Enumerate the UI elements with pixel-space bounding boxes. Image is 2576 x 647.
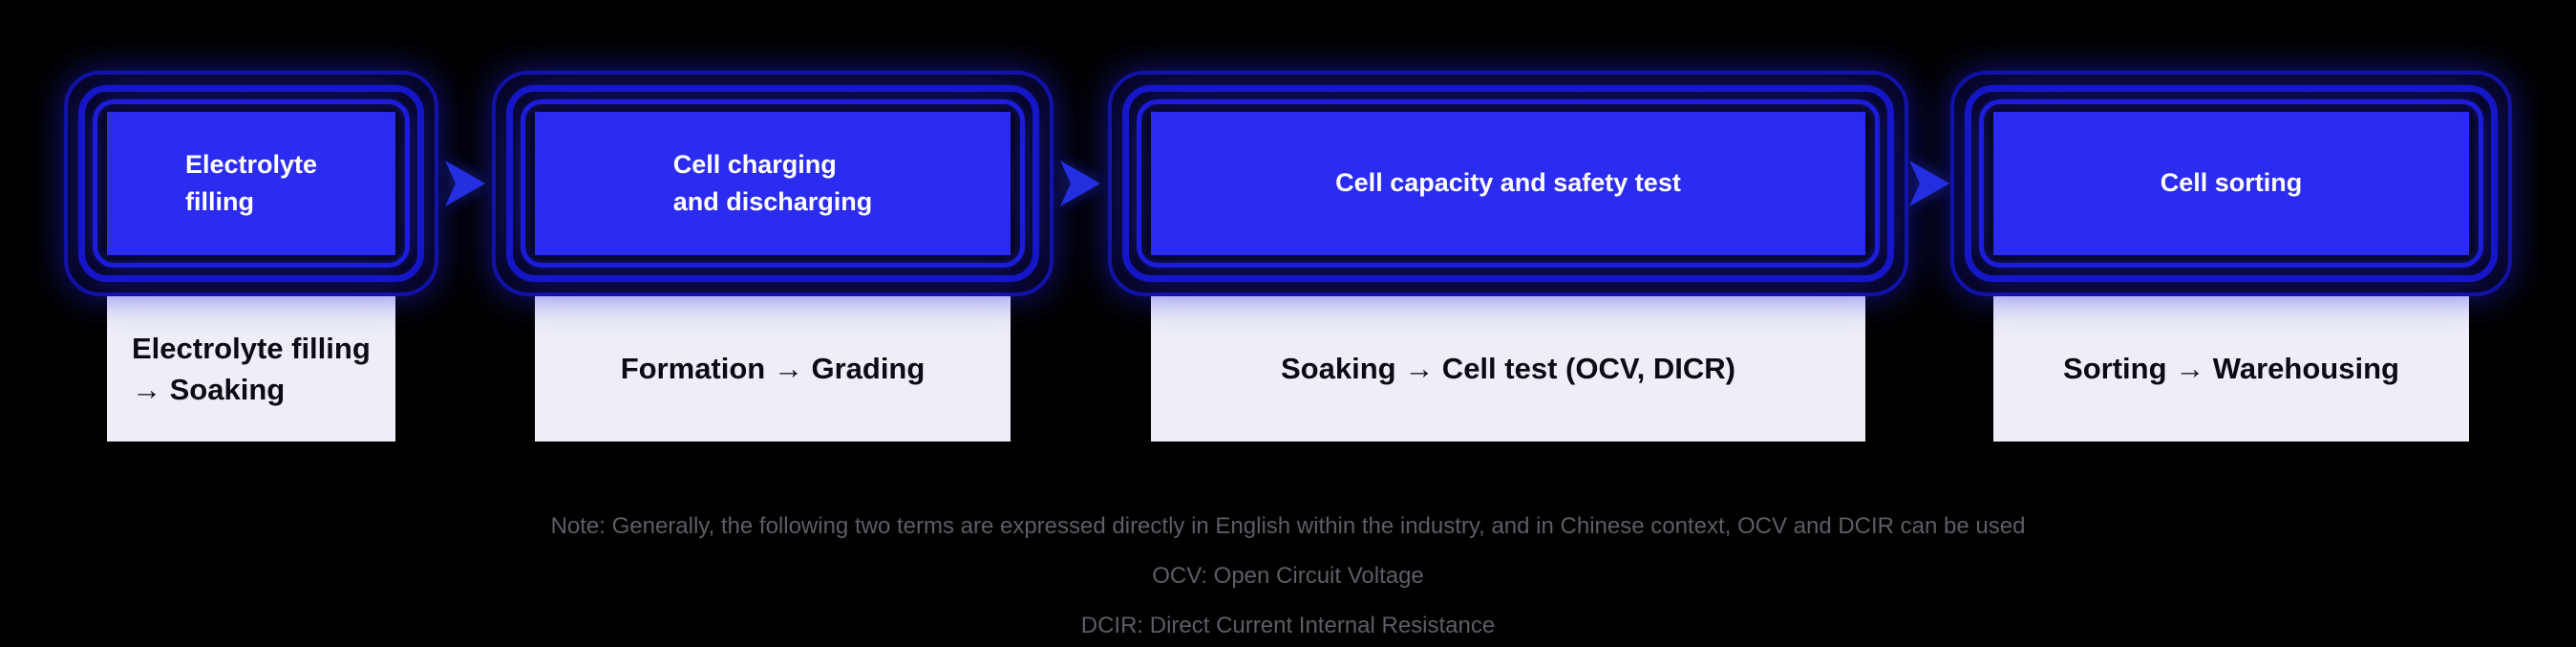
stage-title: Cell charging and discharging bbox=[672, 149, 873, 216]
stage-title: Cell capacity and safety test bbox=[1335, 168, 1681, 198]
stage-detail-box: Soaking → Cell test (OCV, DICR) bbox=[1151, 296, 1865, 442]
stage-title-box: Cell sorting bbox=[1950, 71, 2512, 296]
stage-detail-box: Electrolyte filling → Soaking bbox=[107, 296, 395, 442]
note-line: OCV: Open Circuit Voltage bbox=[1152, 563, 1424, 589]
stage-detail-box: Sorting → Warehousing bbox=[1993, 296, 2469, 442]
stage-capacity-safety-test: Cell capacity and safety test Soaking → … bbox=[1108, 71, 1908, 442]
stage-title-box: Electrolyte filling bbox=[64, 71, 438, 296]
stage-title-box: Cell charging and discharging bbox=[492, 71, 1054, 296]
arrow-right-icon bbox=[1058, 159, 1102, 208]
arrow-right-icon bbox=[443, 159, 487, 208]
stage-electrolyte-filling: Electrolyte filling Electrolyte filling … bbox=[64, 71, 438, 442]
arrow-right-icon bbox=[1907, 159, 1951, 208]
stage-cell-charging-discharging: Cell charging and discharging Formation … bbox=[492, 71, 1054, 442]
stage-detail: Soaking → Cell test (OCV, DICR) bbox=[1281, 352, 1735, 386]
note-line: DCIR: Direct Current Internal Resistance bbox=[1080, 613, 1496, 638]
stage-title-box: Cell capacity and safety test bbox=[1108, 71, 1908, 296]
stage-cell-sorting: Cell sorting Sorting → Warehousing bbox=[1950, 71, 2512, 442]
stage-detail: Electrolyte filling → Soaking bbox=[132, 331, 371, 406]
note-line: Note: Generally, the following two terms… bbox=[550, 513, 2026, 539]
stage-detail: Sorting → Warehousing bbox=[2063, 352, 2399, 386]
footnotes: Note: Generally, the following two terms… bbox=[0, 508, 2576, 647]
stage-detail: Formation → Grading bbox=[620, 352, 926, 386]
stage-detail-box: Formation → Grading bbox=[535, 296, 1011, 442]
stage-title: Electrolyte filling bbox=[184, 149, 318, 216]
stage-title: Cell sorting bbox=[2160, 168, 2303, 198]
